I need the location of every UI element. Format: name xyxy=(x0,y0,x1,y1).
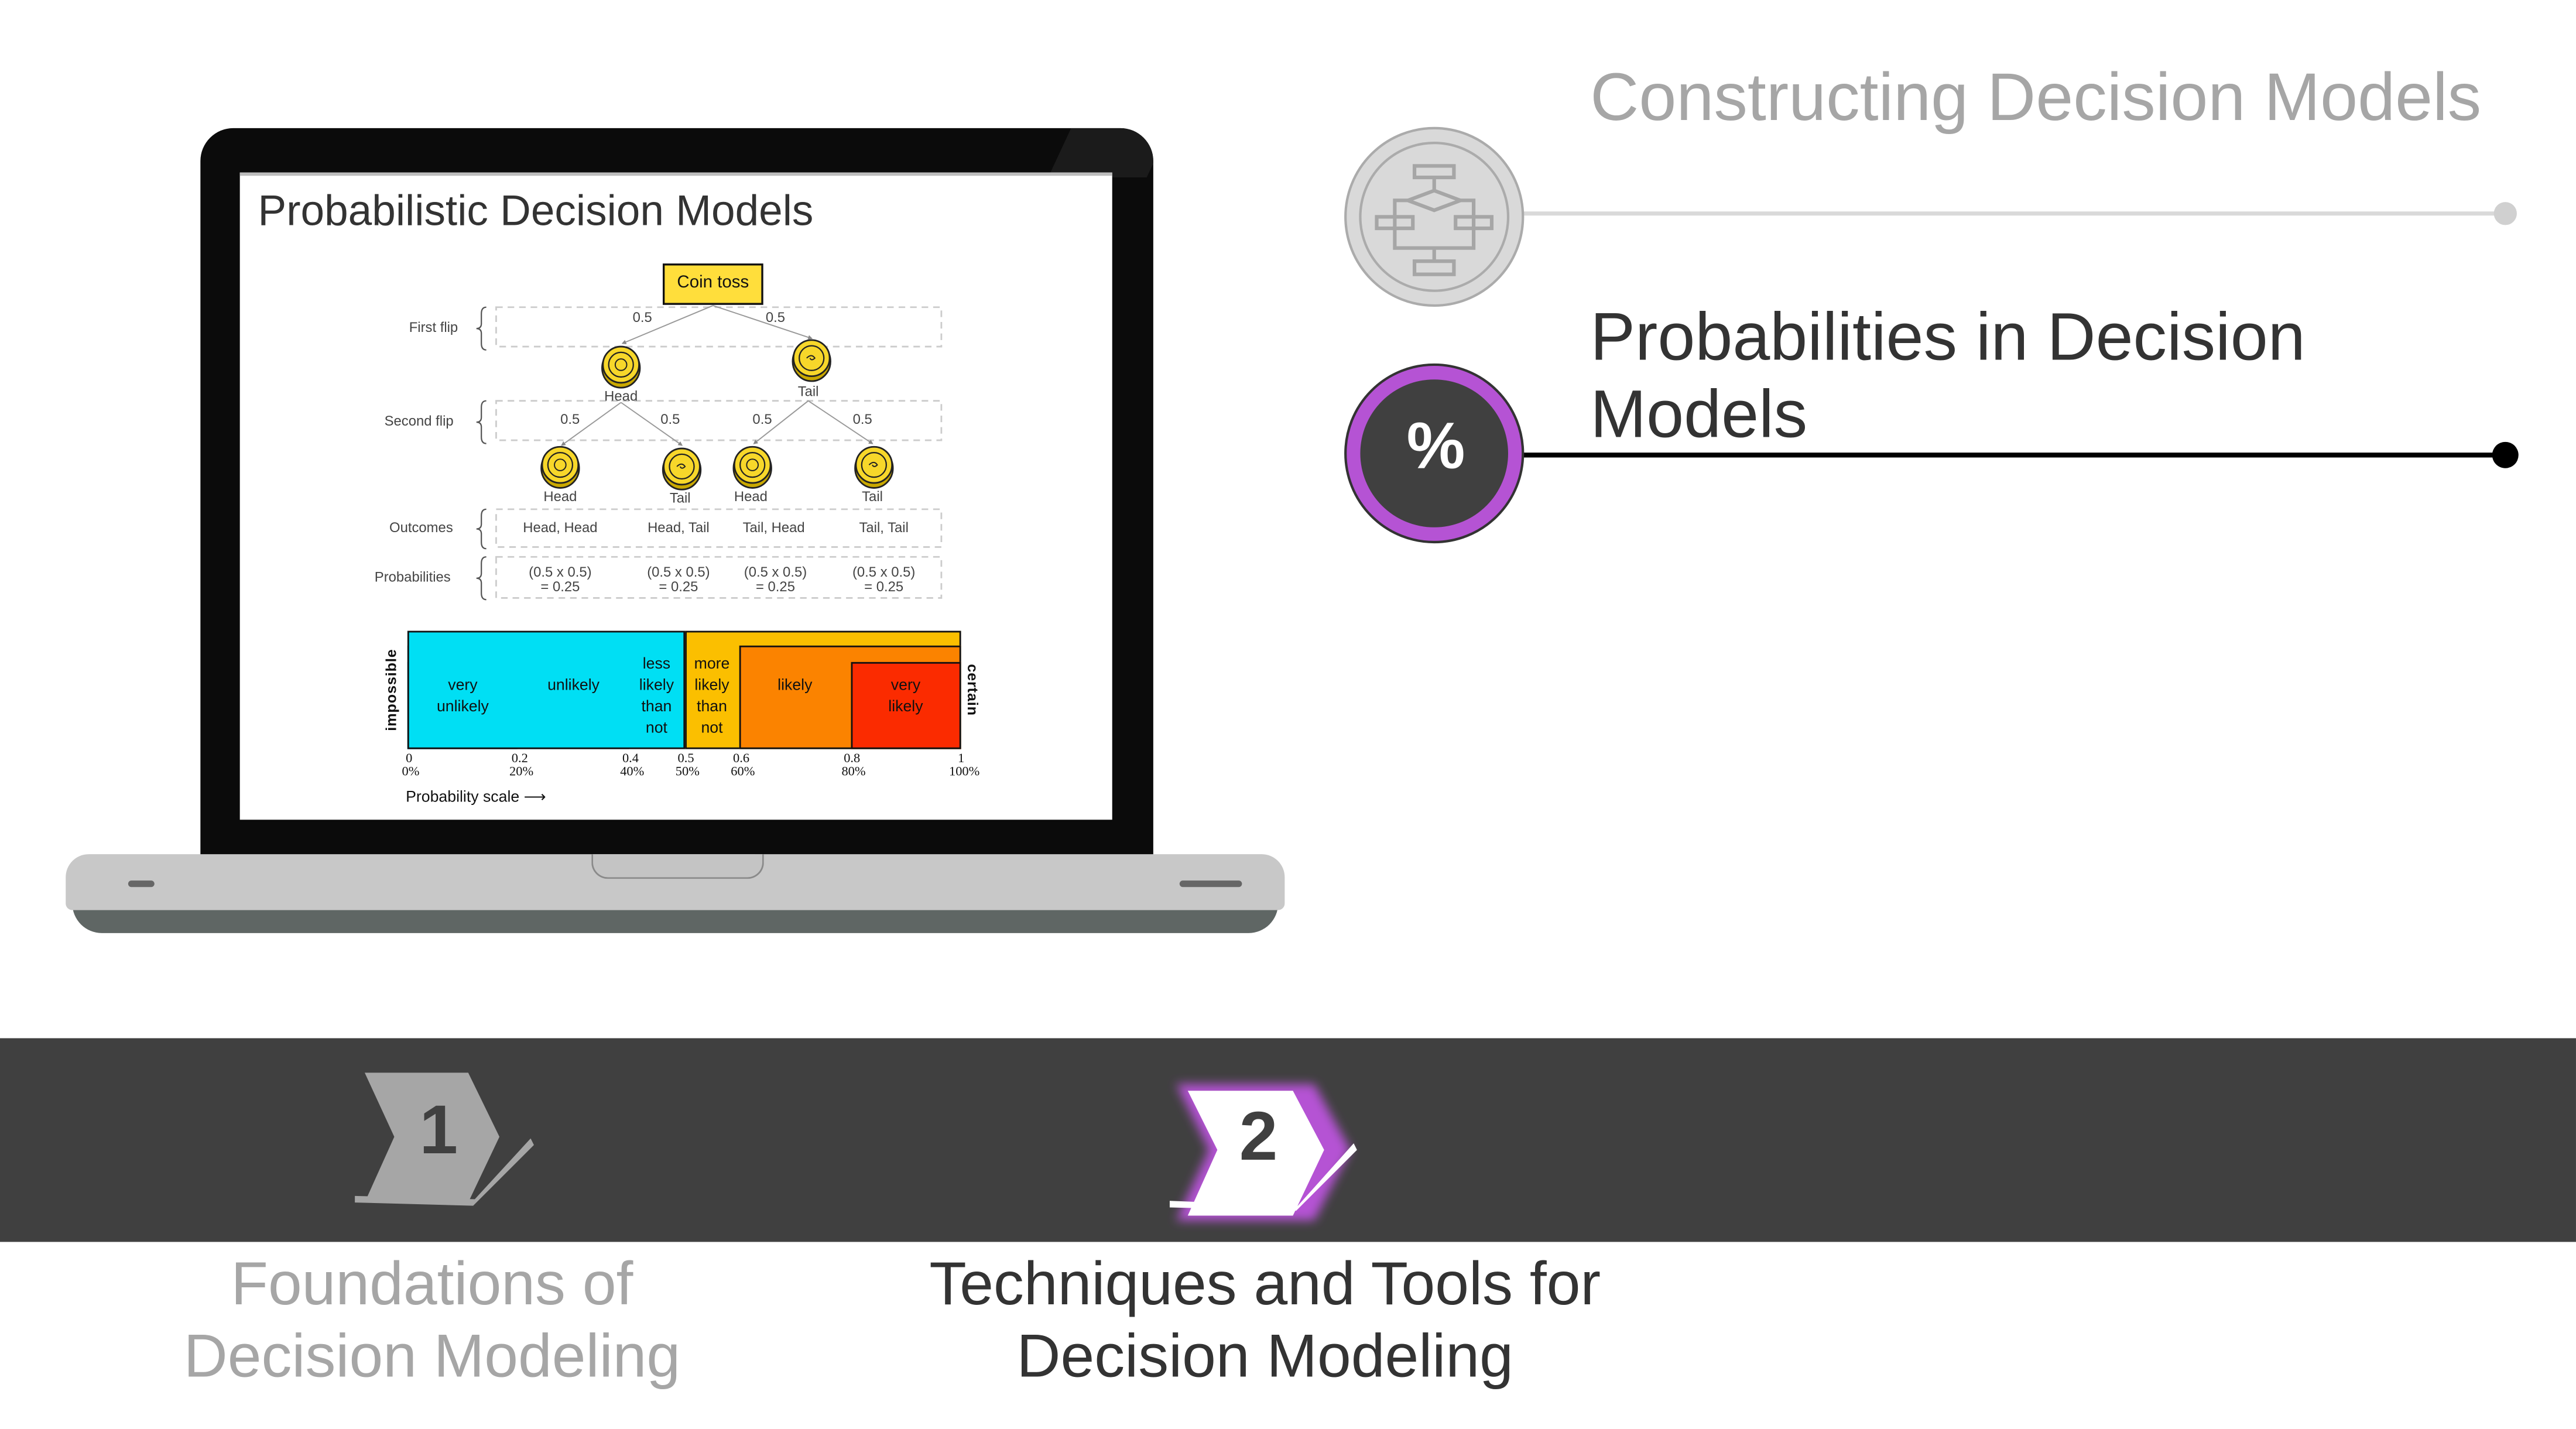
row-braces xyxy=(476,306,487,601)
percent-icon: % xyxy=(1406,410,1465,483)
outcome: Tail, Head xyxy=(742,519,805,536)
node-label: Head xyxy=(604,388,638,405)
section-dot-1 xyxy=(2493,202,2517,225)
coin-tail-icon xyxy=(662,447,702,491)
node-label: Tail xyxy=(862,488,883,505)
laptop-notch xyxy=(591,854,764,879)
row-label-outcomes: Outcomes xyxy=(389,519,453,536)
outcome: Head, Tail xyxy=(648,519,710,536)
tick-label: 1 xyxy=(957,751,965,766)
probabilities-box xyxy=(495,556,943,599)
scale-segment-very-likely xyxy=(850,662,961,749)
coin-toss-box xyxy=(662,263,763,305)
coin-head-icon xyxy=(540,446,580,489)
coin-tail-icon xyxy=(854,446,894,489)
row-label-second-flip: Second flip xyxy=(384,412,454,429)
tick-label: 0.5 xyxy=(677,751,694,766)
section-title-probabilities[interactable]: Probabilities in Decision Models xyxy=(1590,299,2306,452)
step-2-number[interactable]: 2 xyxy=(1239,1097,1278,1175)
root-node-label: Coin toss xyxy=(677,272,749,293)
tick-percent: 40% xyxy=(620,763,645,779)
arrow-right-icon: ⟶ xyxy=(523,788,546,807)
laptop-port-left xyxy=(128,880,155,887)
scale-segment-label: likely xyxy=(777,677,813,695)
probability-cell: (0.5 x 0.5)= 0.25 xyxy=(529,563,592,595)
edge-prob: 0.5 xyxy=(560,410,580,427)
tick-label: 0.6 xyxy=(733,751,750,766)
tick-percent: 100% xyxy=(948,763,980,779)
flowchart-icon xyxy=(1344,126,1525,307)
edge-prob: 0.5 xyxy=(660,410,680,427)
tick-label: 0.4 xyxy=(622,751,639,766)
node-label: Tail xyxy=(669,489,691,506)
step-2-label[interactable]: Techniques and Tools for Decision Modeli… xyxy=(929,1250,1601,1390)
section-dot-2 xyxy=(2492,441,2519,468)
outcome: Tail, Tail xyxy=(859,519,909,536)
scale-segment-label: unlikely xyxy=(547,677,600,695)
tick-percent: 80% xyxy=(841,763,866,779)
node-label: Head xyxy=(734,488,768,505)
node-label: Head xyxy=(543,488,577,505)
step-1-number[interactable]: 1 xyxy=(419,1091,458,1168)
tick-percent: 0% xyxy=(402,763,420,779)
edge-prob: 0.5 xyxy=(752,410,772,427)
scale-axis-label-text: Probability scale xyxy=(406,788,520,807)
outcomes-box xyxy=(495,508,943,548)
probability-expr: (0.5 x 0.5) xyxy=(647,563,710,580)
step-1-chevron xyxy=(355,1072,534,1206)
row-label-probabilities: Probabilities xyxy=(374,568,451,585)
coin-tail-icon xyxy=(792,339,831,382)
tick-label: 0.2 xyxy=(511,751,528,766)
edge-prob: 0.5 xyxy=(852,410,872,427)
slide-title: Probabilistic Decision Models xyxy=(258,186,814,235)
probability-result: = 0.25 xyxy=(659,578,698,595)
percent-icon-circle xyxy=(1344,363,1525,544)
probability-result: = 0.25 xyxy=(864,578,904,595)
coin-head-icon xyxy=(601,345,641,389)
edge-prob: 0.5 xyxy=(632,309,652,325)
tick-label: 0 xyxy=(406,751,413,766)
row-label-first-flip: First flip xyxy=(409,318,458,335)
row-boxes xyxy=(495,306,943,599)
probability-expr: (0.5 x 0.5) xyxy=(529,563,592,580)
tick-percent: 60% xyxy=(731,763,755,779)
section-title-constructing[interactable]: Constructing Decision Models xyxy=(1590,59,2482,135)
step-2-chevron xyxy=(1169,1084,1357,1221)
tick-label: 0.8 xyxy=(844,751,861,766)
scale-segment-less-likely-than-not xyxy=(407,630,684,749)
probability-cell: (0.5 x 0.5)= 0.25 xyxy=(647,563,710,595)
scale-axis-label: Probability scale ⟶ xyxy=(406,789,546,807)
outcome: Head, Head xyxy=(523,519,598,536)
tick-percent: 20% xyxy=(509,763,534,779)
node-label: Tail xyxy=(797,382,819,399)
laptop-port-right xyxy=(1179,880,1242,887)
edge-prob: 0.5 xyxy=(765,309,786,325)
tick-percent: 50% xyxy=(675,763,700,779)
probability-expr: (0.5 x 0.5) xyxy=(852,563,916,580)
second-flip-box xyxy=(495,400,943,441)
coin-head-icon xyxy=(732,446,772,489)
probability-cell: (0.5 x 0.5)= 0.25 xyxy=(852,563,916,595)
probability-result: = 0.25 xyxy=(540,578,580,595)
probability-cell: (0.5 x 0.5)= 0.25 xyxy=(744,563,807,595)
step-1-label[interactable]: Foundations of Decision Modeling xyxy=(183,1250,681,1390)
probability-result: = 0.25 xyxy=(755,578,795,595)
probability-expr: (0.5 x 0.5) xyxy=(744,563,807,580)
tree-edges xyxy=(561,305,873,446)
